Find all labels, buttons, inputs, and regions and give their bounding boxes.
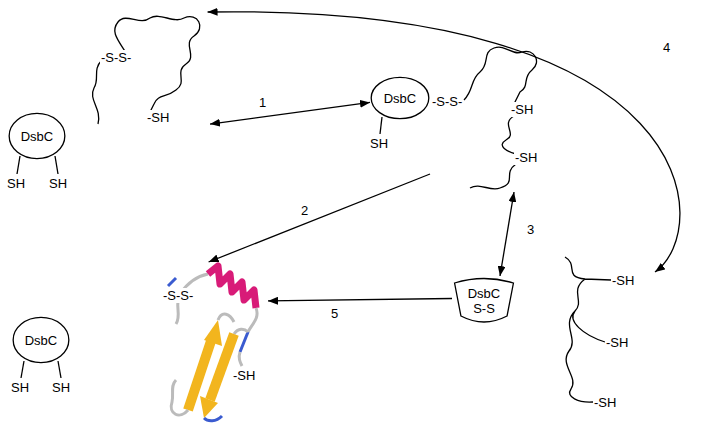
bond-label: -SH (611, 273, 635, 288)
node-shape (160, 262, 268, 424)
reaction-arrow (268, 299, 452, 301)
reaction-arrow (500, 192, 514, 276)
thiol-label: SH (48, 176, 68, 191)
dsbc-enzyme: DsbC (12, 316, 70, 364)
bowl-outline (455, 279, 514, 323)
peptide-chain (92, 16, 199, 124)
step-number: 2 (300, 203, 309, 218)
bond-label: -S-S- (100, 50, 132, 65)
reaction-arrow (210, 102, 370, 124)
oval-outline (371, 77, 429, 118)
bond-label: -SH (510, 102, 534, 117)
bond-label: -SH (146, 110, 170, 125)
thiol-label: SH (369, 136, 389, 151)
folded-protein: -S-S- -SH (160, 262, 268, 424)
node-shape (430, 42, 550, 192)
bond-label: -S-S- (162, 288, 194, 303)
bound-substrate: -S-S- -SH -SH (430, 42, 550, 192)
bond-label: -SH (593, 395, 617, 410)
thiol-label: SH (51, 380, 71, 395)
misfolded-substrate: -S-S- -SH (88, 12, 210, 130)
oval-outline (13, 317, 69, 362)
dsbc-oxidized: DsbCS-S (452, 276, 516, 326)
bond-label: -SH (605, 335, 629, 350)
step-number: 3 (526, 222, 535, 237)
node-label: S-S (473, 301, 495, 316)
thiol-arm (380, 117, 382, 134)
reaction-arrow (208, 12, 680, 272)
node-label: DsbC (468, 286, 501, 301)
node-label: DsbC (384, 91, 417, 106)
thiol-arm (58, 361, 61, 378)
step-number: 1 (258, 95, 267, 110)
node-label: DsbC (21, 129, 54, 144)
reaction-arrow (209, 174, 430, 262)
thiol-arm (21, 361, 24, 378)
peptide-chain (565, 257, 611, 402)
node-label: DsbC (25, 333, 58, 348)
thiol-arm (55, 156, 58, 174)
bond-label: -SH (232, 368, 256, 383)
peptide-chain (464, 47, 537, 189)
thiol-label: SH (10, 380, 30, 395)
thiol-arm (17, 156, 20, 174)
step-number: 5 (330, 306, 339, 321)
unfolded-substrate: -SH -SH -SH (555, 255, 655, 425)
dsbc-enzyme: DsbC (370, 76, 430, 120)
dsbc-enzyme: DsbC (8, 112, 66, 160)
thiol-label: SH (6, 176, 26, 191)
bond-label: -SH (514, 150, 538, 165)
step-number: 4 (662, 40, 671, 55)
bond-label: -S-S- (431, 94, 463, 109)
oval-outline (9, 113, 65, 158)
